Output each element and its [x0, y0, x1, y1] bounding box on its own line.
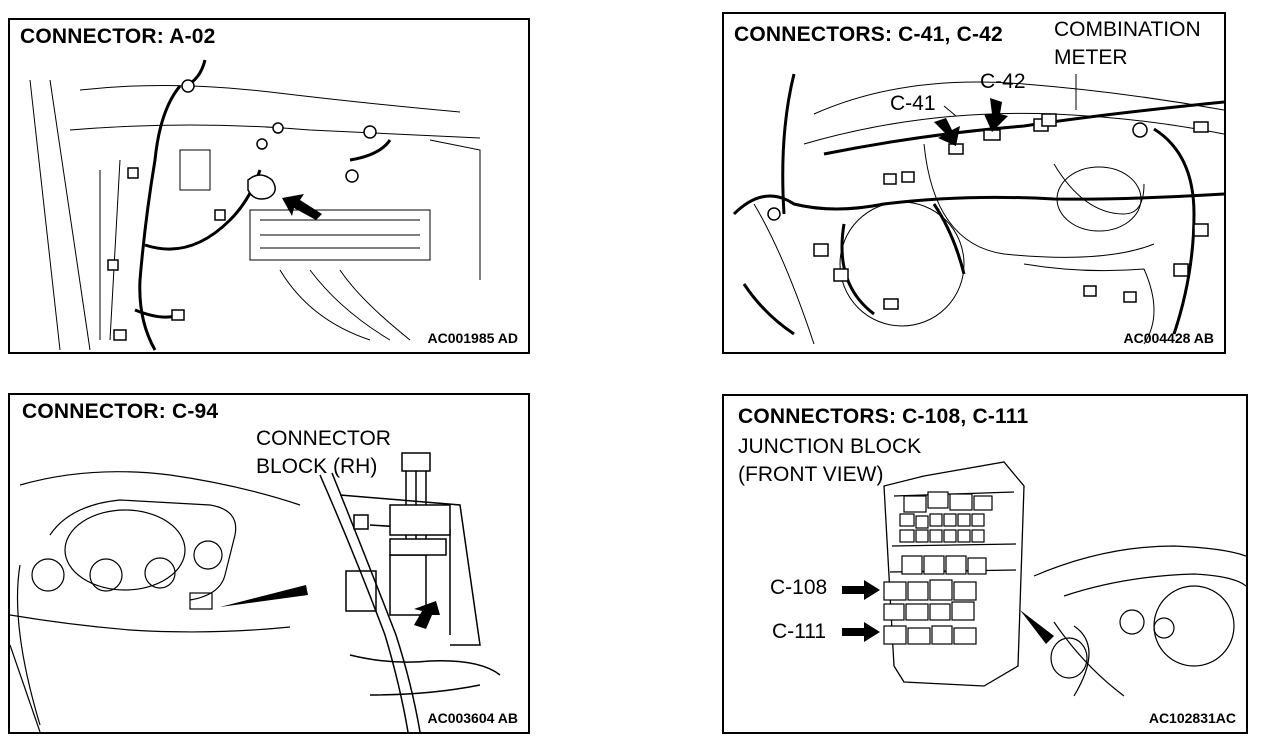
connectors-c41-c42-panel: CONNECTORS: C-41, C-42 COMBINATION METER…: [722, 12, 1226, 354]
c111-pointer-arrow: [842, 622, 880, 642]
engine-bay-illustration: [29, 59, 481, 351]
c42-pointer-arrow: [984, 98, 1008, 132]
c42-label: C-42: [980, 70, 1026, 93]
junction-block-label: JUNCTION BLOCK: [738, 435, 922, 458]
c108-pointer-arrow: [842, 580, 880, 600]
figure-code: AC001985 AD: [427, 330, 518, 346]
c94-pointer-arrow: [414, 601, 440, 629]
connector-block-label: CONNECTOR: [256, 427, 391, 450]
panel-title: CONNECTOR: C-94: [22, 400, 219, 423]
instrument-panel-illustration: [732, 73, 1224, 345]
panel-title: CONNECTOR: A-02: [20, 25, 216, 48]
connectors-c108-c111-panel: CONNECTORS: C-108, C-111 JUNCTION BLOCK …: [722, 394, 1248, 734]
a02-pointer-arrow: [282, 194, 322, 220]
figure-code: AC003604 AB: [427, 710, 518, 726]
panel-title: CONNECTORS: C-108, C-111: [738, 405, 1029, 428]
c94-dash-pointer: [220, 585, 308, 607]
connector-c94-panel: CONNECTOR: C-94 CONNECTOR BLOCK (RH) AC0…: [8, 393, 530, 734]
front-view-label: (FRONT VIEW): [738, 463, 884, 486]
c108-label: C-108: [770, 576, 828, 599]
figure-code: AC004428 AB: [1123, 330, 1214, 346]
junction-block-location-pointer: [1020, 610, 1054, 644]
figure-code: AC102831AC: [1148, 710, 1236, 726]
c41-pointer-arrow: [934, 118, 960, 146]
c111-label: C-111: [772, 620, 827, 643]
junction-block-illustration: [842, 461, 1246, 697]
combination-meter-label: COMBINATION: [1054, 18, 1201, 41]
connector-block-label-line2: BLOCK (RH): [256, 455, 378, 478]
connector-a02-panel: CONNECTOR: A-02 AC001985 AD: [8, 18, 530, 354]
panel-title: CONNECTORS: C-41, C-42: [734, 23, 1003, 46]
c41-label: C-41: [890, 92, 936, 115]
combination-meter-label-line2: METER: [1054, 46, 1128, 69]
connector-block-illustration: [10, 452, 501, 732]
